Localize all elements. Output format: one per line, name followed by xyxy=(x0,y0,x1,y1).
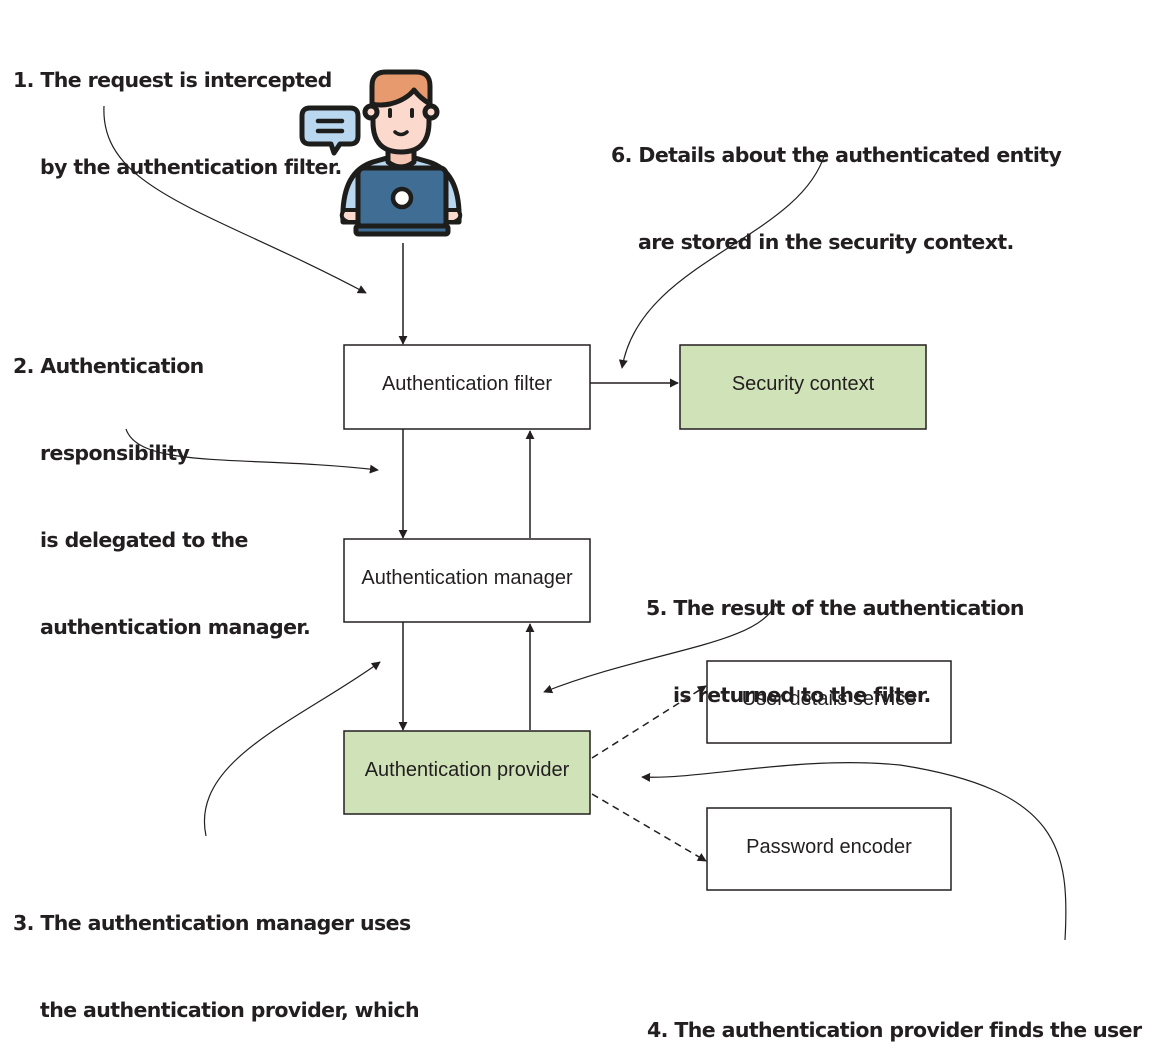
annotation-line: authentication manager. xyxy=(40,615,311,639)
box-password-encoder: Password encoder xyxy=(706,807,952,891)
annotation-4: 4. The authentication provider finds the… xyxy=(647,958,1160,1060)
annotation-line: is returned to the filter. xyxy=(673,683,931,707)
annotation-number: 3. xyxy=(13,911,34,935)
curve-note-3 xyxy=(203,661,381,837)
box-label: Password encoder xyxy=(746,836,912,858)
box-label: Authentication manager xyxy=(361,567,573,589)
annotation-line: by the authentication filter. xyxy=(40,155,342,179)
annotation-line: responsibility xyxy=(40,441,190,465)
annotation-line: The authentication provider finds the us… xyxy=(674,1018,1142,1042)
curve-note-5 xyxy=(543,602,777,694)
box-user-details-service: User details service xyxy=(706,660,952,744)
annotation-line: The result of the authentication xyxy=(673,596,1024,620)
arrow-provider-to-user-details-service xyxy=(591,685,707,759)
annotation-number: 4. xyxy=(647,1018,668,1042)
curve-note-1 xyxy=(103,105,367,294)
arrow-provider-to-password-encoder xyxy=(591,793,707,862)
box-label: User details service xyxy=(742,688,917,710)
connectors xyxy=(398,243,707,862)
annotation-3: 3. The authentication manager uses the a… xyxy=(13,851,446,1060)
annotation-2: 2. Authentication responsibility is dele… xyxy=(13,294,311,700)
curve-note-4 xyxy=(641,762,1067,941)
speech-bubble-icon xyxy=(299,105,361,156)
box-label: Authentication provider xyxy=(365,759,570,781)
annotation-line: are stored in the security context. xyxy=(638,230,1014,254)
annotation-line: The request is intercepted xyxy=(40,68,332,92)
box-authentication-filter: Authentication filter xyxy=(343,344,591,430)
annotation-line: The authentication manager uses xyxy=(40,911,411,935)
person-with-laptop-icon xyxy=(299,69,463,237)
annotation-line: Authentication xyxy=(40,354,204,378)
annotation-5: 5. The result of the authentication is r… xyxy=(646,536,1024,768)
annotation-number: 6. xyxy=(611,143,632,167)
box-authentication-provider: Authentication provider xyxy=(343,730,591,815)
annotation-number: 1. xyxy=(13,68,34,92)
annotation-line: Details about the authenticated entity xyxy=(638,143,1062,167)
curve-note-2 xyxy=(125,428,379,474)
box-label: Security context xyxy=(732,373,875,395)
annotation-curves xyxy=(103,105,1067,941)
annotation-line: the authentication provider, which xyxy=(40,998,420,1022)
annotation-1: 1. The request is intercepted by the aut… xyxy=(13,8,342,240)
box-authentication-manager: Authentication manager xyxy=(343,538,591,623)
annotation-number: 5. xyxy=(646,596,667,620)
annotation-line: is delegated to the xyxy=(40,528,248,552)
annotation-6: 6. Details about the authenticated entit… xyxy=(611,83,1062,315)
curve-note-6 xyxy=(618,152,826,369)
box-security-context: Security context xyxy=(679,344,927,430)
annotation-number: 2. xyxy=(13,354,34,378)
box-label: Authentication filter xyxy=(382,373,552,395)
